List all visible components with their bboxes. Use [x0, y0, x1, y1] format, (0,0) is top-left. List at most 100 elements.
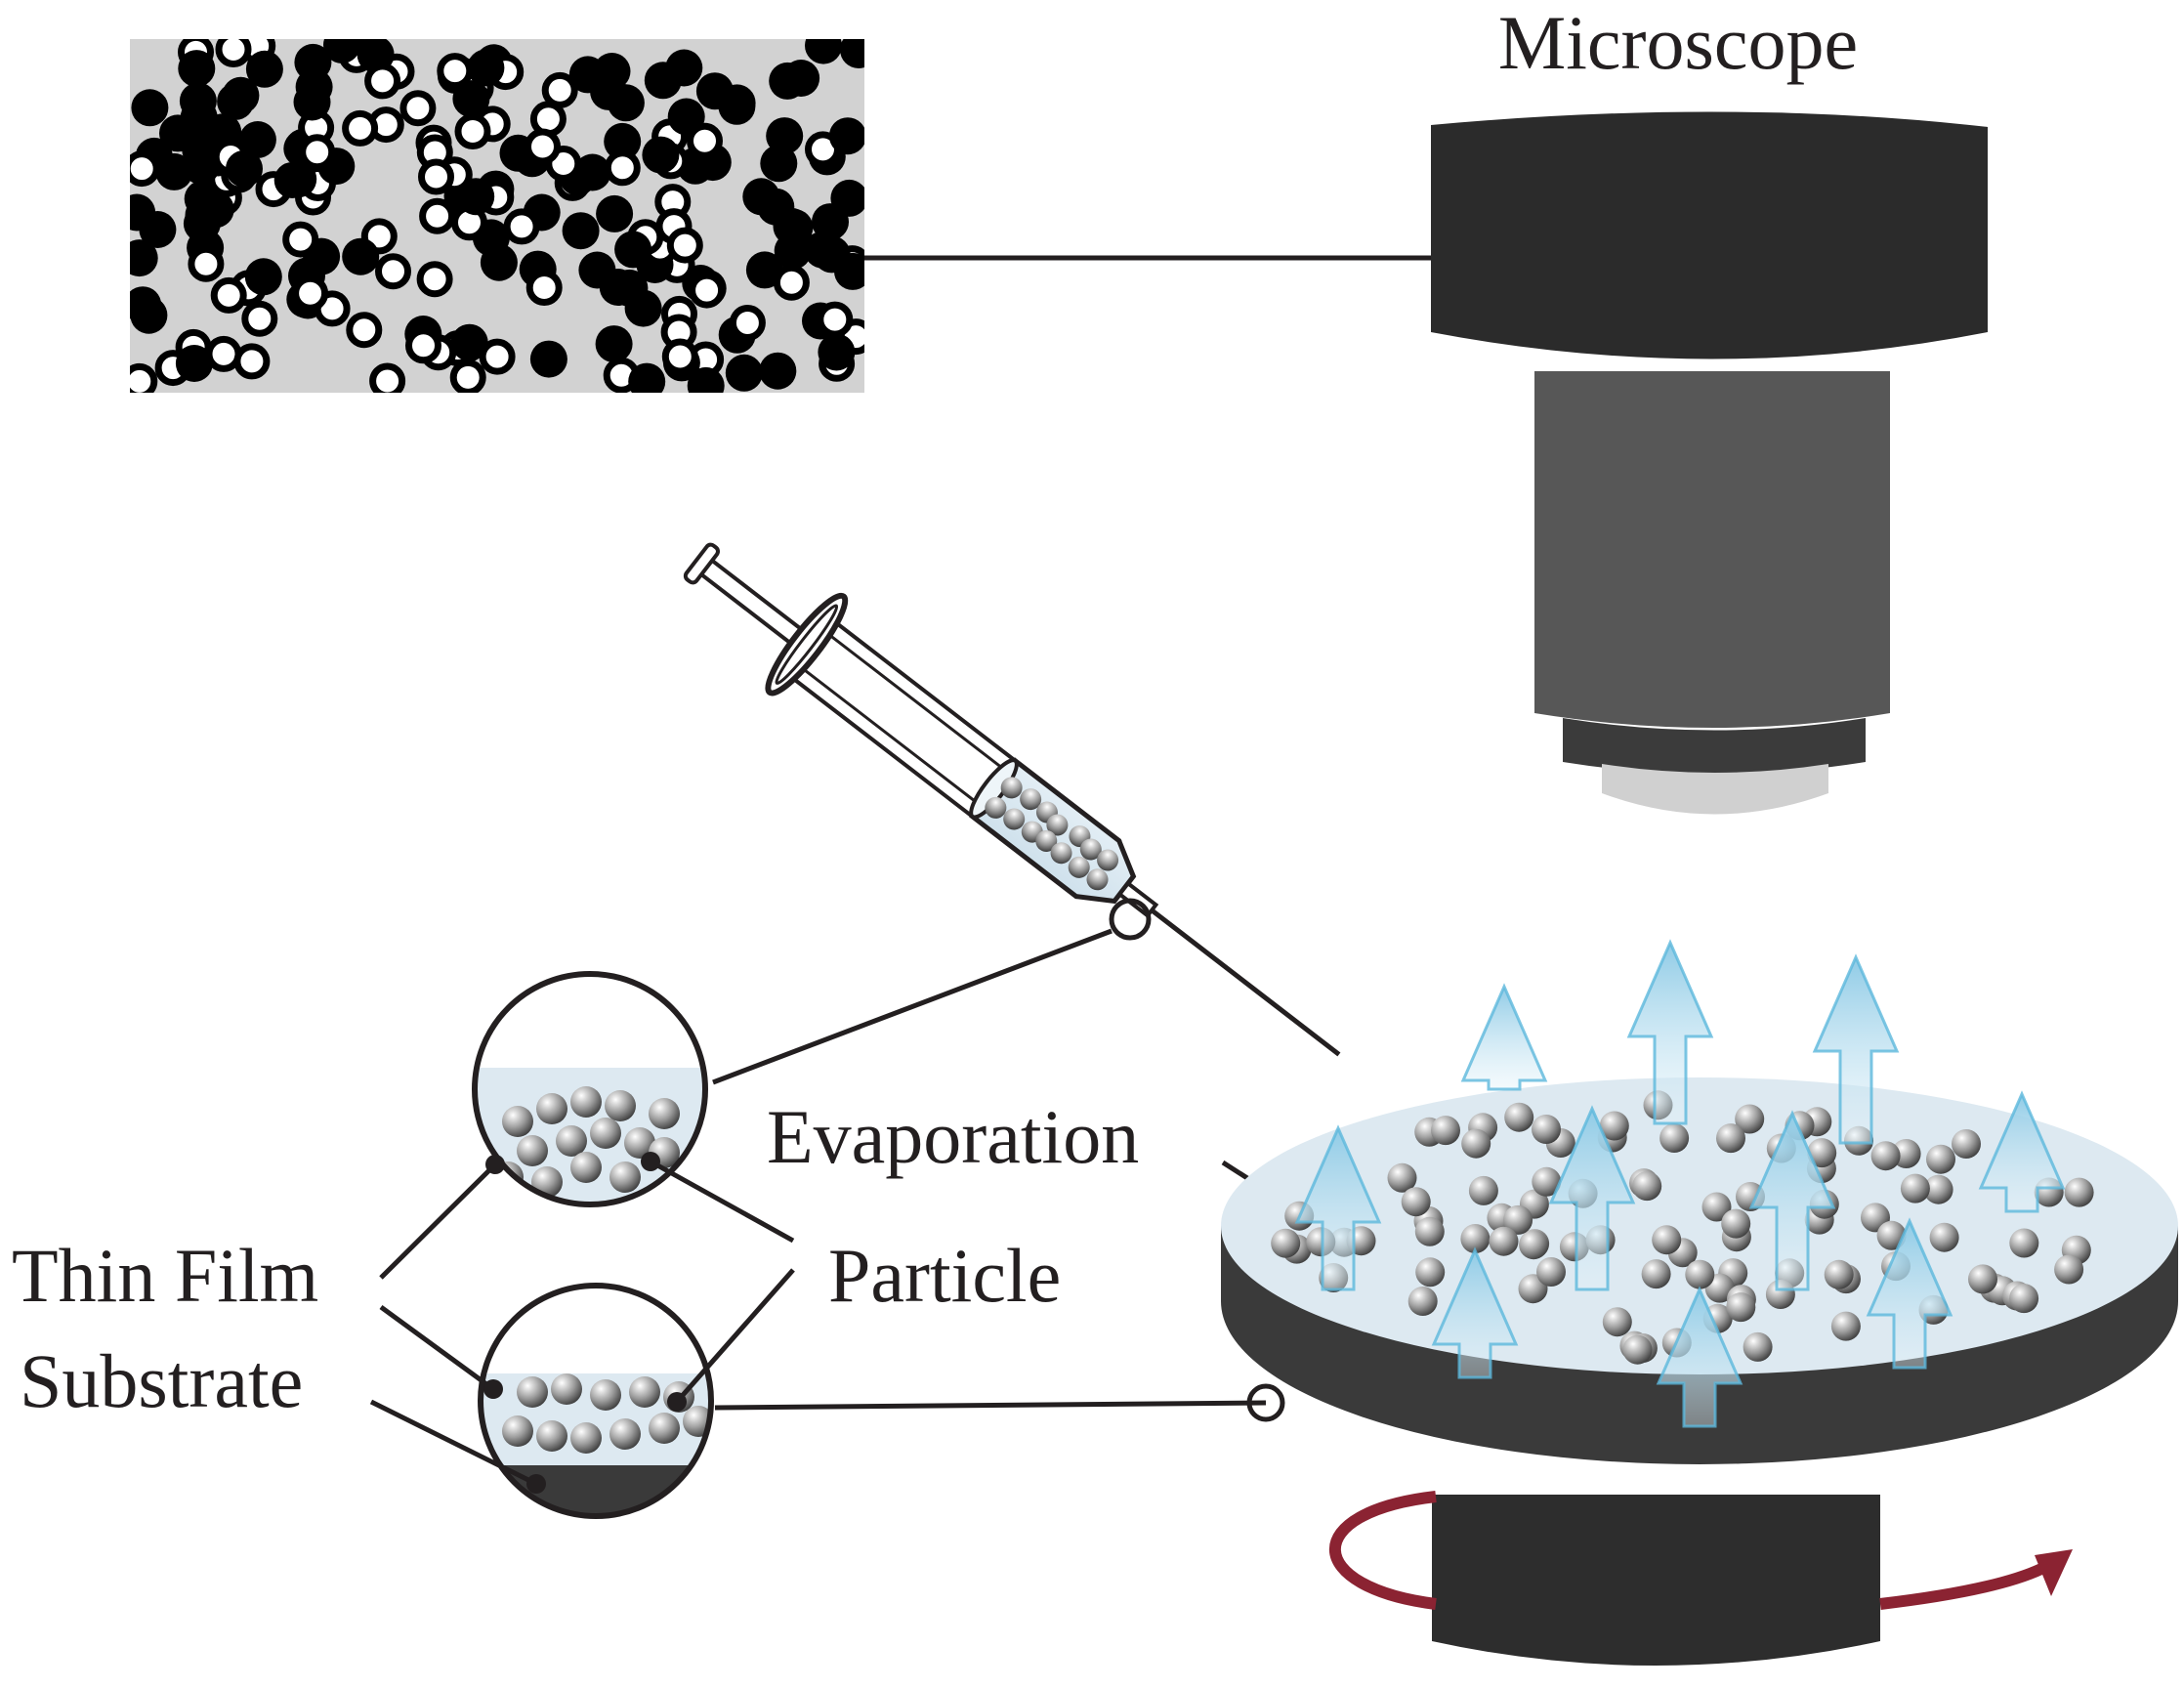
sample-particle — [185, 196, 223, 234]
sample-particle — [661, 338, 698, 375]
surface-particle — [1536, 1257, 1566, 1287]
sample-particle — [467, 49, 505, 87]
surface-particle — [1721, 1208, 1751, 1239]
syringe-particle — [1000, 777, 1023, 799]
evaporation-arrow — [1431, 1246, 1519, 1379]
surface-particle — [1489, 1226, 1519, 1256]
evaporation-arrows — [1294, 939, 2066, 1428]
solution-particle — [649, 1098, 680, 1129]
particle-leader-top — [649, 1159, 795, 1244]
surface-particle — [1926, 1144, 1955, 1174]
syringe-particles — [985, 777, 1119, 891]
sample-particle — [279, 160, 317, 198]
film-particle — [629, 1376, 660, 1408]
microscope-body — [1534, 371, 1890, 728]
evaporation-arrow — [1812, 953, 1900, 1145]
finger-flange — [765, 592, 849, 697]
sample-particle — [695, 72, 734, 110]
sample-particle — [573, 153, 611, 191]
surface-particle — [1830, 1311, 1861, 1341]
sample-particle — [760, 145, 798, 183]
sample-particle — [399, 90, 437, 127]
surface-particle — [2009, 1228, 2039, 1258]
syringe-particle — [1050, 842, 1072, 865]
surface-particle — [1870, 1141, 1901, 1171]
sample-particle — [323, 39, 360, 63]
syringe-icon — [683, 542, 1341, 1057]
evaporation-arrow — [1626, 939, 1714, 1125]
sample-particle — [238, 121, 276, 158]
solution-particle — [624, 1127, 655, 1159]
sample-particle — [479, 338, 516, 375]
sample-particle — [215, 39, 252, 67]
surface-particle — [1701, 1192, 1732, 1222]
sample-particle — [689, 272, 726, 309]
sample-particle — [449, 359, 486, 393]
sample-particle — [766, 117, 804, 155]
sample-particle — [480, 243, 518, 281]
sample-particle — [665, 49, 703, 87]
sample-particle — [818, 333, 856, 371]
syringe-particle — [1046, 814, 1069, 836]
sample-particle — [342, 109, 379, 147]
sample-particle — [614, 231, 652, 269]
sample-particle — [804, 231, 842, 269]
surface-particle — [1641, 1259, 1671, 1289]
sample-particle — [817, 301, 854, 338]
solution-particle — [556, 1125, 587, 1157]
particle-leader-bottom — [675, 1268, 795, 1404]
thin-film-label: Thin Film — [12, 1233, 318, 1318]
surface-particles — [1271, 1090, 2094, 1365]
surface-particle — [1602, 1307, 1632, 1337]
sample-particle — [346, 312, 383, 349]
surface-particle — [1271, 1228, 1301, 1258]
sample-particle — [595, 325, 633, 363]
solution-particle — [570, 1152, 602, 1183]
surface-particle — [1685, 1259, 1715, 1289]
sample-particle — [454, 113, 491, 149]
surface-particle — [1504, 1102, 1534, 1132]
sample-particle — [503, 208, 540, 245]
surface-particle — [1923, 1174, 1953, 1204]
surface-particle — [1414, 1216, 1445, 1246]
sample-particle — [210, 276, 247, 314]
evaporation-arrow — [1978, 1090, 2066, 1213]
film-particle — [536, 1420, 567, 1452]
sample-particle — [130, 362, 158, 393]
solution-particle — [609, 1161, 641, 1193]
surface-particle — [1952, 1129, 1981, 1159]
surface-particle — [1735, 1104, 1765, 1134]
plunger-seal — [969, 758, 1019, 820]
surface-particle — [1407, 1287, 1438, 1316]
sample-particle — [578, 251, 616, 289]
sample-particle — [222, 76, 260, 114]
sample-particle — [226, 149, 263, 188]
surface-particle — [1387, 1162, 1417, 1193]
sample-particle — [416, 261, 453, 298]
syringe-particle — [1020, 788, 1042, 811]
film-particle — [649, 1413, 680, 1444]
sample-particle — [529, 340, 567, 378]
surface-particle — [1716, 1123, 1745, 1154]
sample-particle — [245, 50, 283, 88]
solution-particle — [590, 1118, 621, 1149]
evaporation-label: Evaporation — [767, 1094, 1139, 1179]
zoom-circle-solution — [472, 971, 708, 1207]
sample-particle — [369, 362, 406, 393]
spin-chuck — [1432, 1495, 1880, 1666]
surface-particle — [1824, 1259, 1854, 1289]
sample-particle — [419, 197, 456, 234]
evaporation-arrow — [1866, 1217, 1953, 1370]
solution-particle — [570, 1086, 602, 1118]
rotation-arrow-icon — [1329, 1491, 2073, 1610]
surface-particle — [1743, 1331, 1773, 1362]
syringe-particle — [1097, 849, 1119, 871]
sample-particle — [759, 352, 797, 390]
sample-particle — [437, 53, 474, 90]
sample-particle — [725, 354, 763, 392]
surface-particle — [2054, 1254, 2084, 1285]
sample-particle — [642, 136, 680, 174]
surface-particle — [1726, 1292, 1756, 1323]
